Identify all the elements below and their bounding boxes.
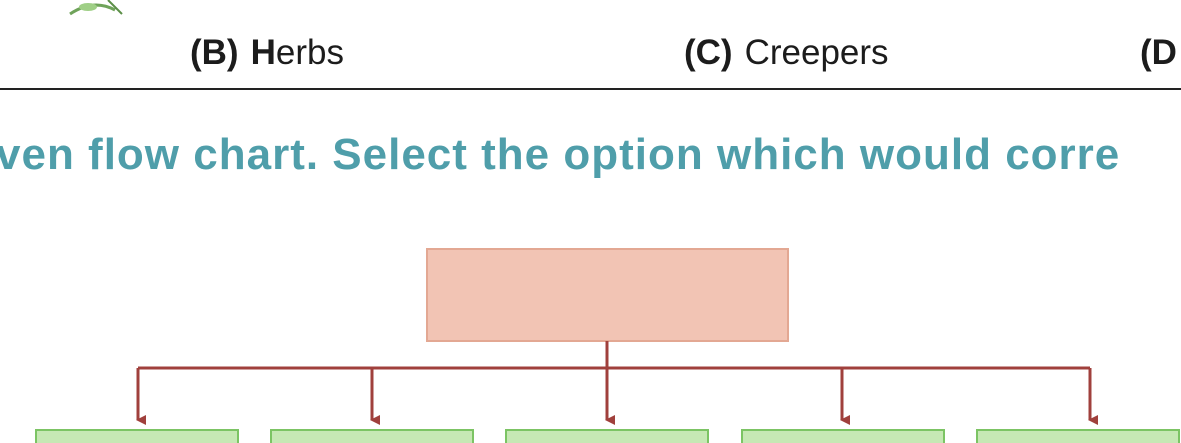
flowchart-child-box-5 [976,429,1180,443]
flowchart-child-box-3 [505,429,709,443]
answer-options-row: (B) Herbs (C) Creepers (D [0,28,1181,78]
question-text: ven flow chart. Select the option which … [0,130,1121,179]
flowchart-top-box [426,248,789,342]
option-b-text: erbs [275,33,344,72]
flowchart-child-box-4 [741,429,945,443]
plant-illustration-fragment [69,0,123,16]
option-d: (D [1140,28,1181,78]
section-divider [0,88,1181,90]
option-c-letter: (C) [684,33,733,72]
option-c: (C) Creepers [684,28,889,78]
flowchart-child-box-2 [270,429,474,443]
option-c-text: Creepers [744,33,889,72]
option-b-initial: H [250,33,276,72]
option-b: (B) Herbs [190,28,344,78]
option-b-letter: (B) [190,33,239,72]
flowchart-child-box-1 [35,429,239,443]
option-d-letter: (D [1140,33,1177,72]
